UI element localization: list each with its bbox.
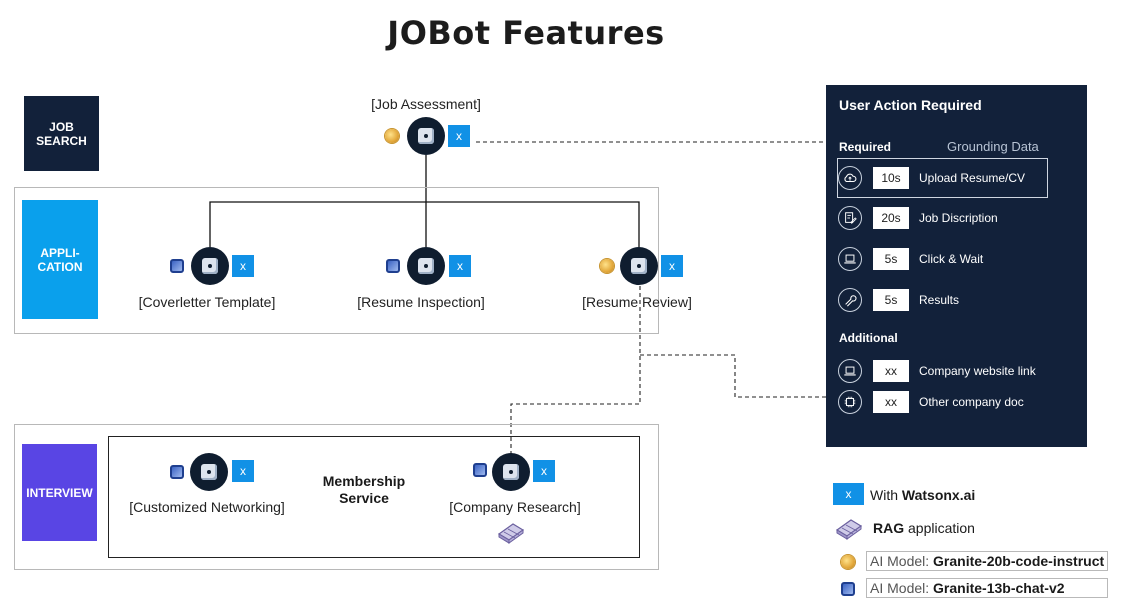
granite-13b-model-icon (386, 259, 400, 273)
dice-icon (202, 258, 218, 274)
time-value: 5s (873, 248, 909, 270)
legend-model1-name: Granite-20b-code-instruct (933, 553, 1105, 569)
stage-interview: INTERVIEW (22, 444, 97, 541)
legend-model-granite-13b: AI Model: Granite-13b-chat-v2 (866, 578, 1108, 598)
watsonx-badge: x (661, 255, 683, 277)
watsonx-badge: x (448, 125, 470, 147)
time-value: 10s (873, 167, 909, 189)
company-research-node[interactable] (492, 453, 530, 491)
legend-model2-prefix: AI Model: (870, 580, 934, 596)
dice-icon (631, 258, 647, 274)
company-research-label: [Company Research] (449, 499, 581, 515)
resume-inspection-label: [Resume Inspection] (357, 294, 485, 310)
stage-job-search: JOB SEARCH (24, 96, 99, 171)
granite-20b-model-icon (600, 259, 614, 273)
time-value: 20s (873, 207, 909, 229)
legend-granite-13b-icon (841, 582, 855, 596)
job-assessment-node[interactable] (407, 117, 445, 155)
resume-review-label: [Resume Review] (582, 294, 692, 310)
customized-networking-label: [Customized Networking] (129, 499, 285, 515)
legend-watsonx: With Watsonx.ai (870, 487, 975, 503)
membership-service-label: Membership Service (322, 473, 406, 506)
watsonx-badge: x (232, 460, 254, 482)
time-value: xx (873, 360, 909, 382)
granite-13b-model-icon (170, 259, 184, 273)
laptop-icon (838, 359, 862, 383)
legend-rag-rest: application (904, 520, 975, 536)
granite-20b-model-icon (385, 129, 399, 143)
granite-13b-model-icon (170, 465, 184, 479)
watsonx-badge: x (533, 460, 555, 482)
dice-icon (201, 464, 217, 480)
interview-frame (14, 424, 659, 570)
additional-label: Additional (839, 331, 898, 345)
application-frame (14, 187, 659, 334)
chip-icon (838, 390, 862, 414)
watsonx-badge: x (232, 255, 254, 277)
cloud-upload-icon (838, 166, 862, 190)
page-title: JOBot Features (387, 14, 665, 52)
required-label: Required (839, 140, 892, 154)
time-value: xx (873, 391, 909, 413)
legend-model1-prefix: AI Model: (870, 553, 934, 569)
job-assessment-label: [Job Assessment] (371, 96, 481, 112)
action-text: Job Discription (919, 211, 998, 225)
laptop-icon (838, 247, 862, 271)
action-text: Click & Wait (919, 252, 984, 266)
time-value: 5s (873, 289, 909, 311)
dice-icon (503, 464, 519, 480)
stage-application: APPLI- CATION (22, 200, 98, 319)
wrench-icon (838, 288, 862, 312)
dice-icon (418, 258, 434, 274)
customized-networking-node[interactable] (190, 453, 228, 491)
action-text: Results (919, 293, 960, 307)
granite-13b-model-icon (473, 463, 487, 477)
legend-rag-bold: RAG (873, 520, 905, 536)
highlight-box (837, 158, 1048, 198)
user-action-panel: User Action Required Required Grounding … (826, 85, 1087, 447)
grounding-data-label: Grounding Data (947, 139, 1039, 154)
legend-watsonx-badge: x (833, 483, 864, 505)
connector-branch (209, 201, 640, 247)
document-pen-icon (838, 206, 862, 230)
dashed-review-to-additional (640, 354, 826, 398)
dice-icon (418, 128, 434, 144)
action-text: Company website link (919, 364, 1036, 378)
action-text: Other company doc (919, 395, 1024, 409)
panel-title: User Action Required (839, 97, 982, 113)
legend-rag: RAG application (873, 520, 975, 536)
legend-model2-name: Granite-13b-chat-v2 (933, 580, 1065, 596)
resume-review-node[interactable] (620, 247, 658, 285)
action-text: Upload Resume/CV (919, 171, 1026, 185)
legend-rag-icon (835, 519, 863, 540)
legend-model-granite-20b: AI Model: Granite-20b-code-instruct (866, 551, 1109, 571)
dashed-review-to-research (510, 286, 641, 462)
rag-application-icon (497, 523, 525, 544)
legend-granite-20b-icon (841, 555, 855, 569)
legend-watsonx-name: Watsonx.ai (901, 487, 976, 503)
watsonx-badge: x (449, 255, 471, 277)
coverletter-template-node[interactable] (191, 247, 229, 285)
membership-frame (108, 436, 640, 558)
coverletter-template-label: [Coverletter Template] (138, 294, 276, 310)
legend-watsonx-prefix: With (870, 487, 902, 503)
resume-inspection-node[interactable] (407, 247, 445, 285)
